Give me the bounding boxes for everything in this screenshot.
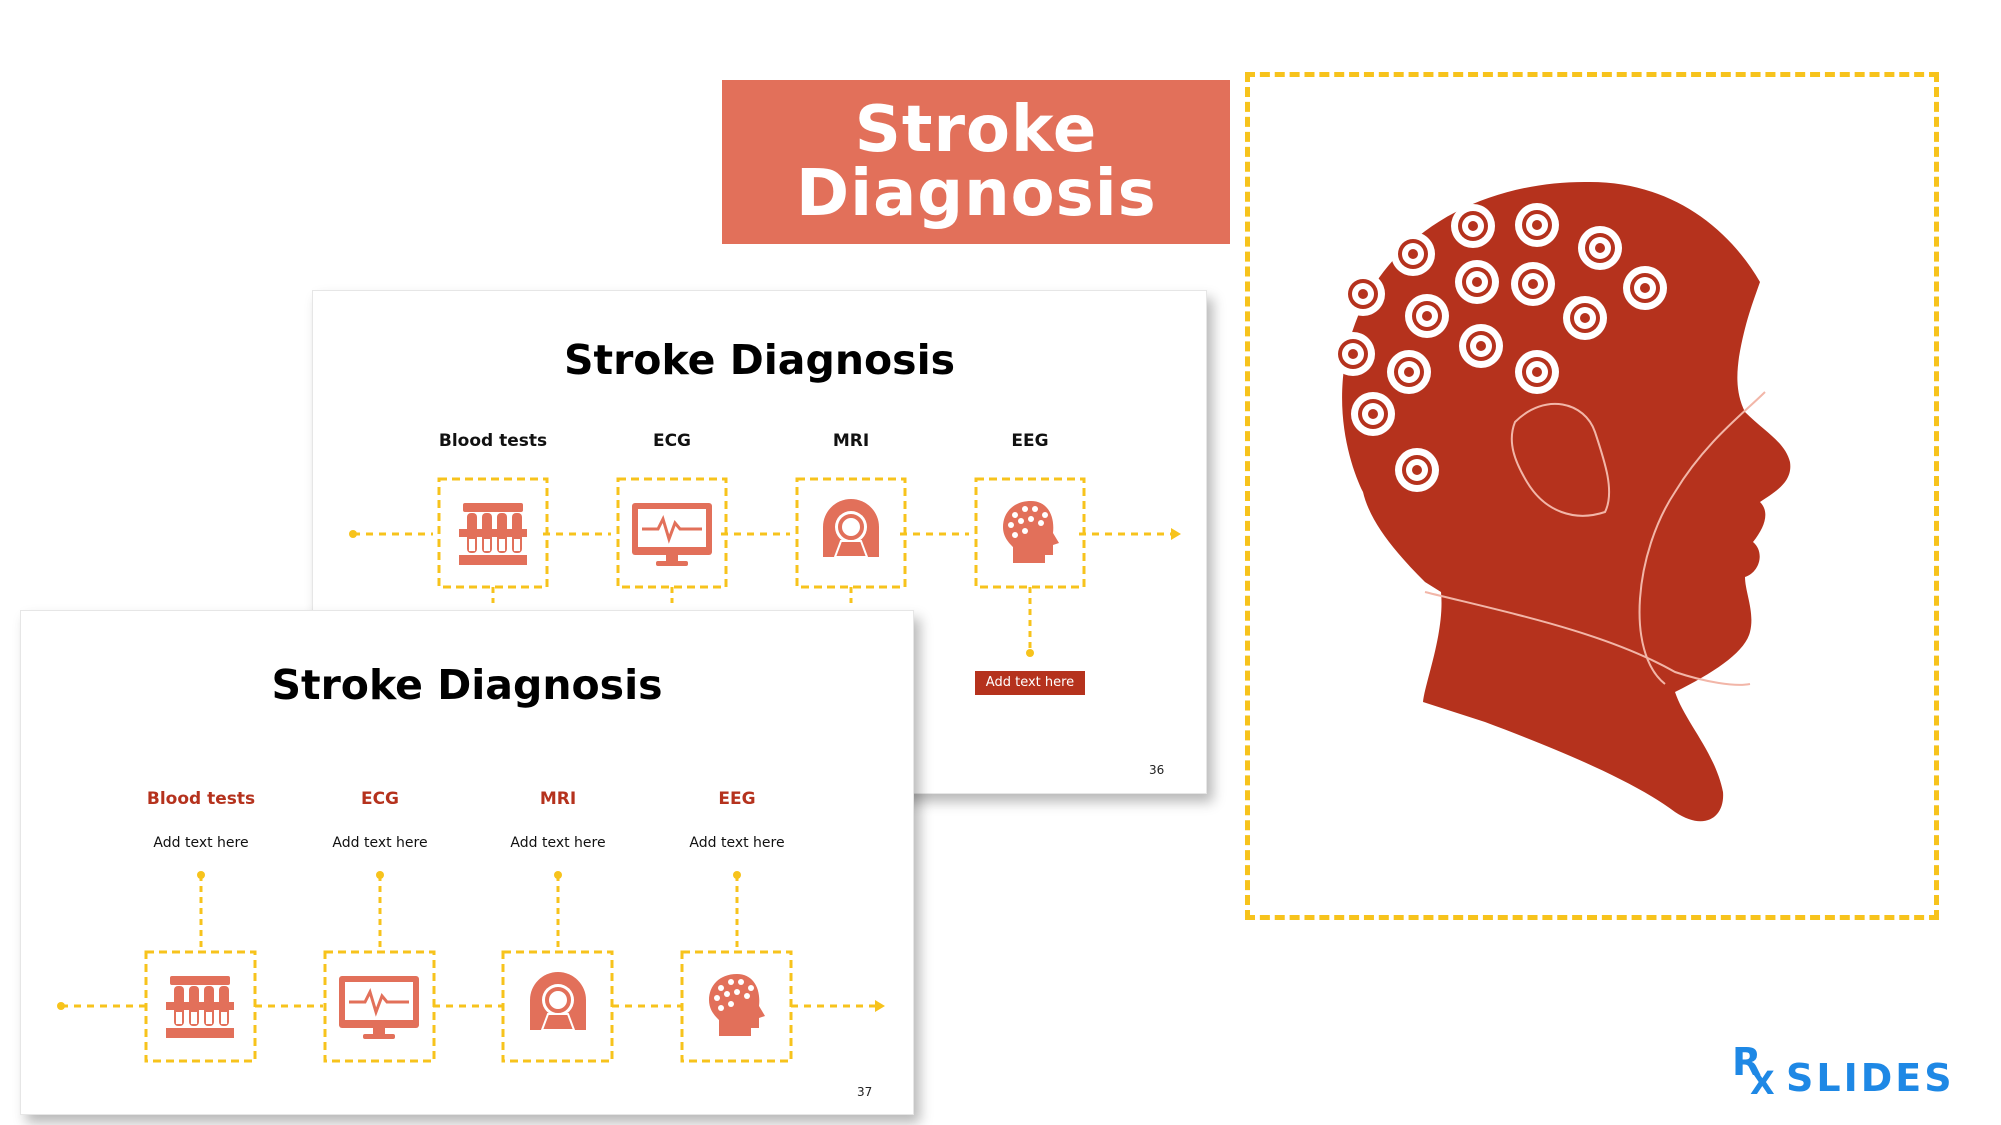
logo-rx-mark: R X (1730, 1040, 1786, 1102)
slide-number: 36 (1149, 763, 1165, 777)
item-box-eeg (680, 950, 793, 1063)
timeline-arrow (1171, 528, 1181, 540)
eeg-head-icon (1331, 181, 1791, 822)
test-tubes-icon (166, 976, 234, 1038)
eeg-head-icon (1003, 501, 1059, 563)
item-subtext: Add text here (510, 835, 606, 851)
test-tubes-icon (459, 503, 527, 565)
item-label-ecg: ECG (360, 789, 400, 809)
ecg-monitor-icon (632, 503, 712, 566)
item-subtext: Add text here (153, 835, 249, 851)
item-box-ecg (323, 950, 436, 1063)
hero-title: Stroke Diagnosis (796, 93, 1157, 231)
item-label-blood-tests: Blood tests (146, 789, 256, 809)
item-box-eeg (974, 477, 1086, 589)
item-box-blood-tests (437, 477, 549, 589)
slide-diagram (349, 477, 1181, 657)
slide-title: Stroke Diagnosis (563, 336, 956, 384)
item-box-mri (795, 477, 907, 589)
slide-title: Stroke Diagnosis (271, 661, 663, 709)
item-label-ecg: ECG (652, 431, 692, 451)
slide-number: 37 (857, 1085, 873, 1099)
logo-rx-x: X (1750, 1064, 1775, 1102)
item-subtext: Add text here (689, 835, 785, 851)
timeline-start-dot (57, 1002, 65, 1010)
item-label-mri: MRI (539, 789, 577, 809)
item-box-blood-tests (144, 950, 257, 1063)
rx-slides-logo: R X SLIDES (1730, 1040, 1955, 1102)
item-subtext: Add text here (332, 835, 428, 851)
item-label-blood-tests: Blood tests (438, 431, 548, 451)
eeg-head-icon (709, 974, 765, 1036)
hero-banner: Stroke Diagnosis (722, 80, 1230, 244)
illustration-frame (1245, 72, 1939, 920)
slide-diagram (57, 871, 885, 1063)
item-label-eeg: EEG (1011, 431, 1049, 451)
item-label-eeg: EEG (718, 789, 756, 809)
item-box-ecg (616, 477, 728, 589)
mri-scanner-icon (823, 499, 879, 558)
ecg-monitor-icon (339, 976, 419, 1039)
timeline-start-dot (349, 530, 357, 538)
electrode-group (1331, 203, 1667, 492)
item-label-mri: MRI (832, 431, 870, 451)
timeline-arrow (875, 1000, 885, 1012)
add-text-tag[interactable]: Add text here (975, 671, 1085, 695)
logo-rx-r: R (1732, 1040, 1762, 1084)
slide-preview-37[interactable]: Stroke Diagnosis (20, 610, 914, 1115)
item-box-mri (501, 950, 614, 1063)
logo-wordmark: SLIDES (1786, 1056, 1955, 1100)
mri-scanner-icon (530, 972, 586, 1031)
